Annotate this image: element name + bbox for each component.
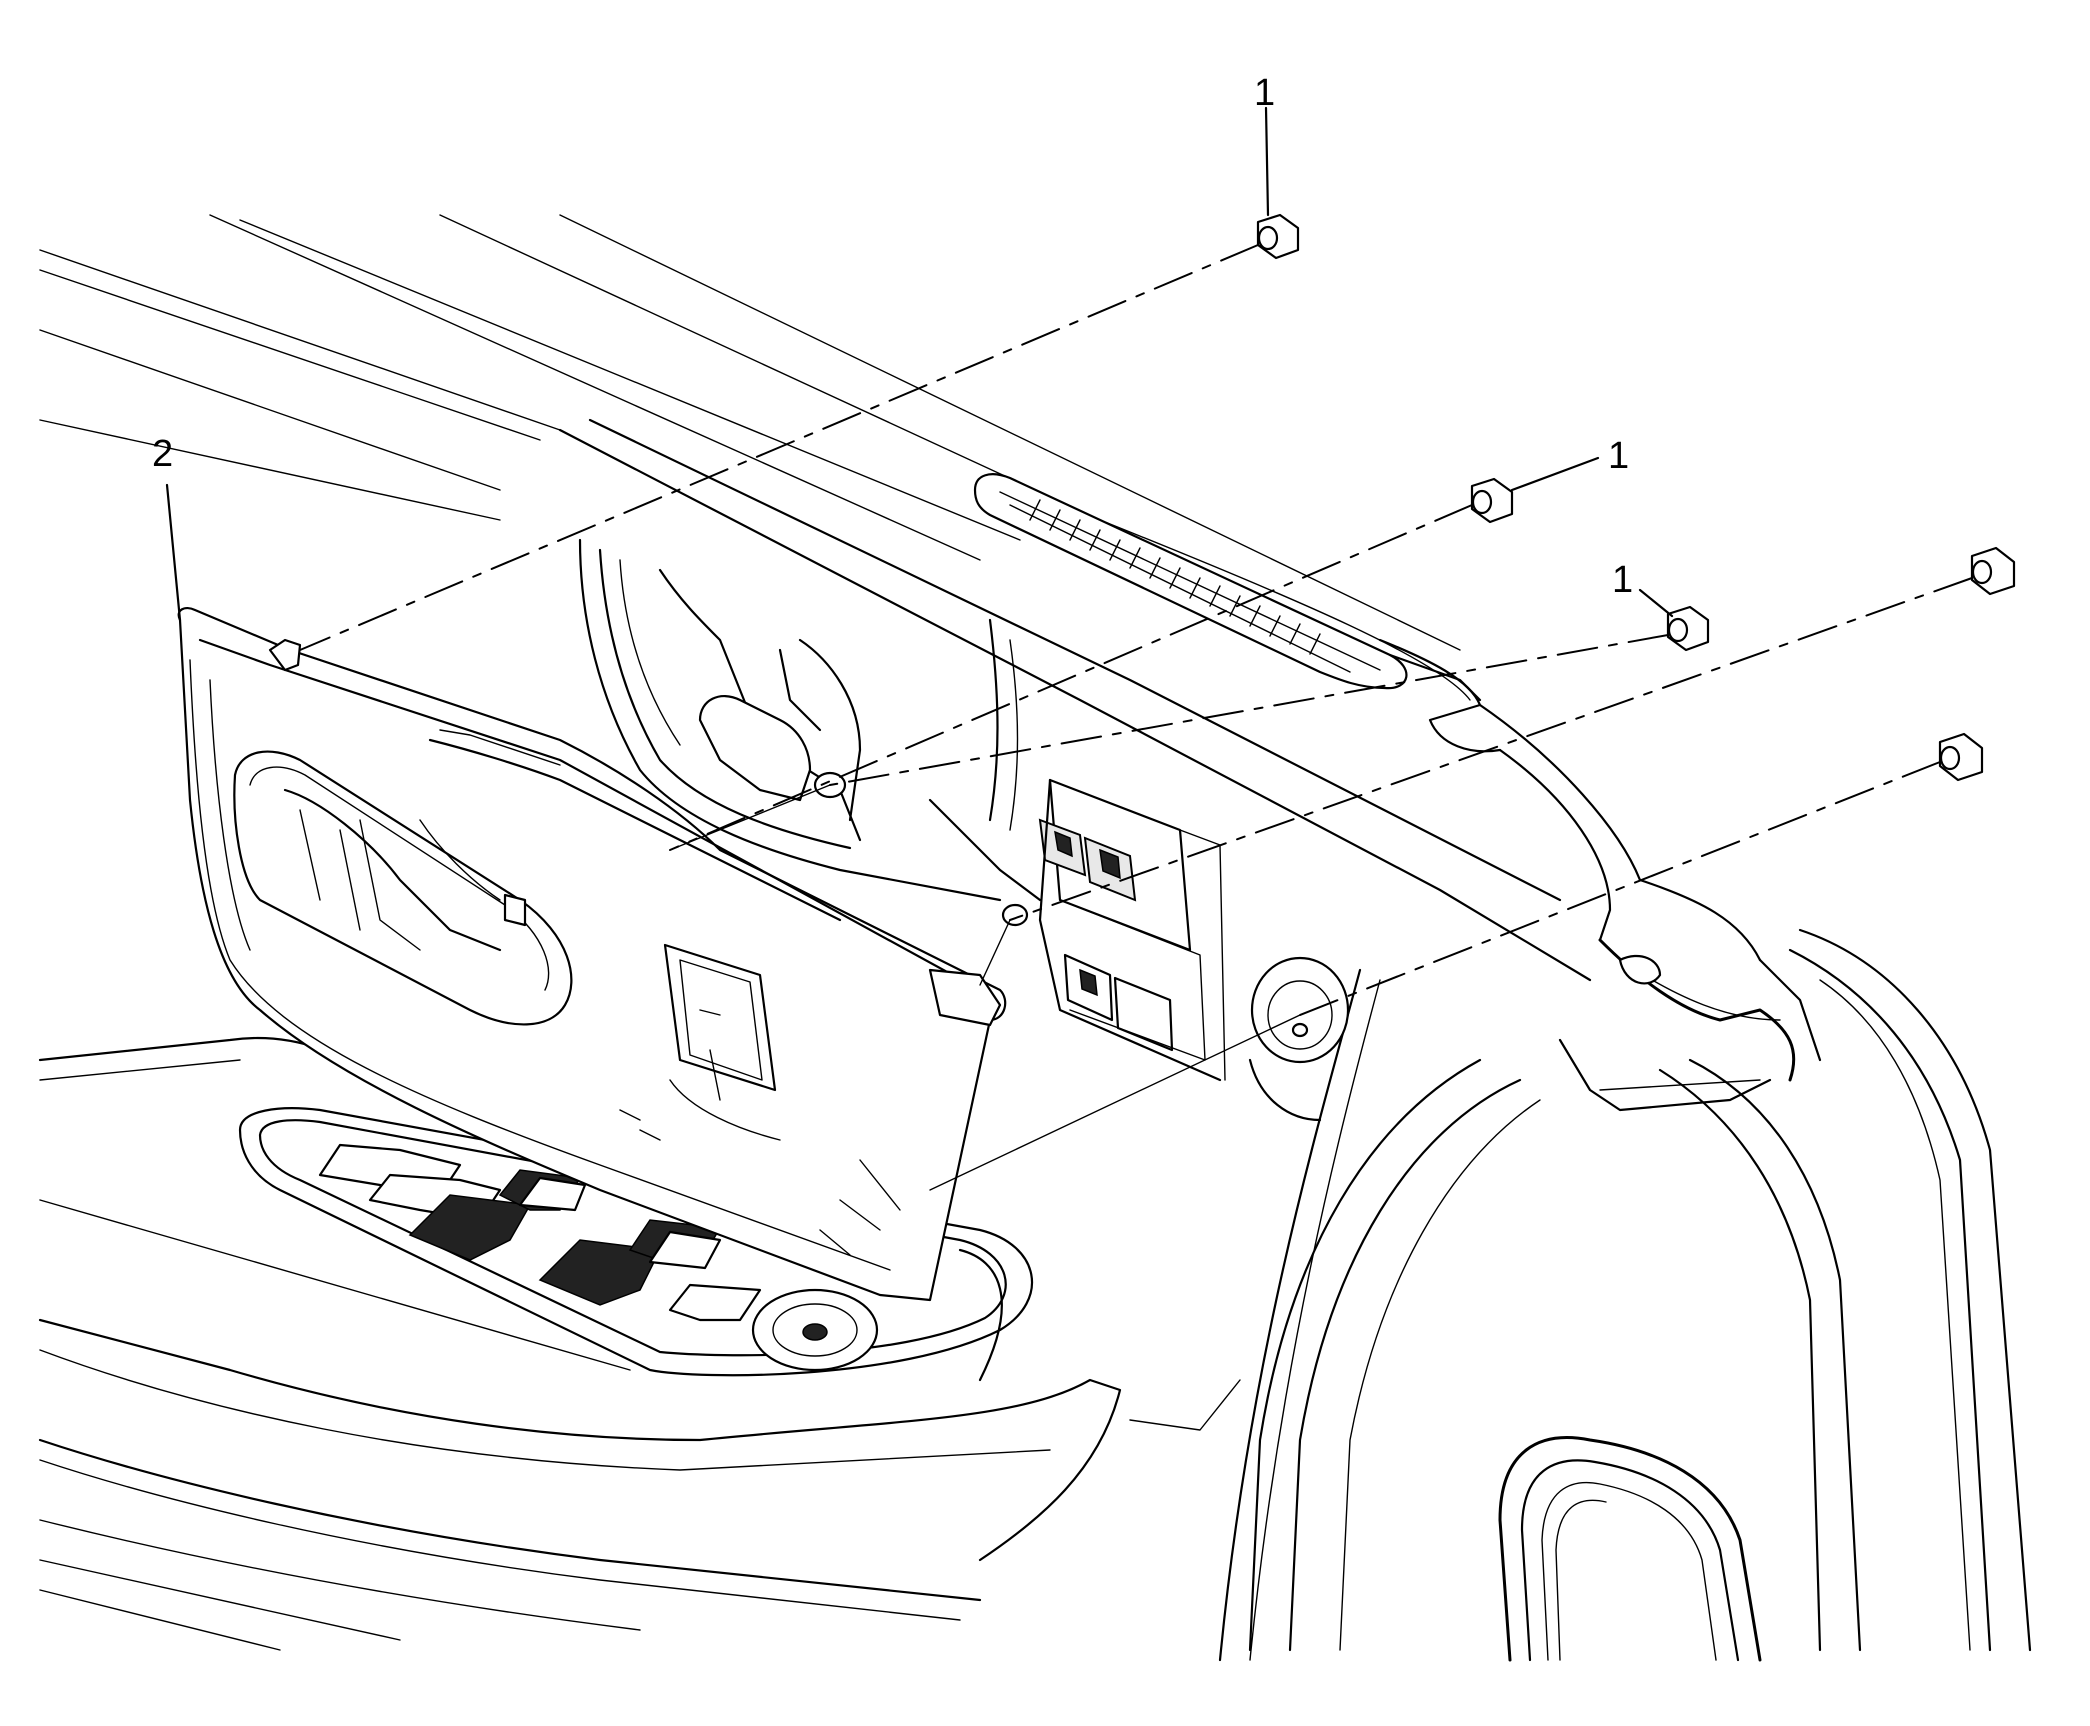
nut-middle-right xyxy=(1666,605,1710,652)
door-lower-contour-lines xyxy=(38,1199,1241,1651)
door-inner-recess xyxy=(578,538,1042,927)
door-upper-contour-lines xyxy=(39,214,1592,982)
fastener-nuts xyxy=(1256,213,2016,782)
nut-far-right-lower xyxy=(1938,732,1984,782)
nut-far-right-upper xyxy=(1970,546,2016,596)
callout-leaders xyxy=(165,106,1674,622)
alignment-lines xyxy=(299,244,1973,1191)
door-round-boss xyxy=(1248,956,1350,1122)
door-switch-module xyxy=(1038,778,1226,1082)
door-outer-frame xyxy=(1218,928,2032,1662)
door-right-ridge xyxy=(1378,638,1822,1112)
trim-plate-panel xyxy=(177,606,1007,1302)
callout-fastener-top: 1 xyxy=(1254,72,1275,114)
armrest-switch-bank xyxy=(38,1036,1034,1377)
lower-door-opening xyxy=(1498,1436,1762,1662)
nut-upper-right xyxy=(1470,477,1514,524)
callout-fastener-right: 1 xyxy=(1608,435,1629,477)
callout-trim-plate: 2 xyxy=(152,433,173,475)
nut-top xyxy=(1256,213,1300,260)
callout-fastener-middle: 1 xyxy=(1612,559,1633,601)
upper-vent-grille xyxy=(973,473,1482,702)
